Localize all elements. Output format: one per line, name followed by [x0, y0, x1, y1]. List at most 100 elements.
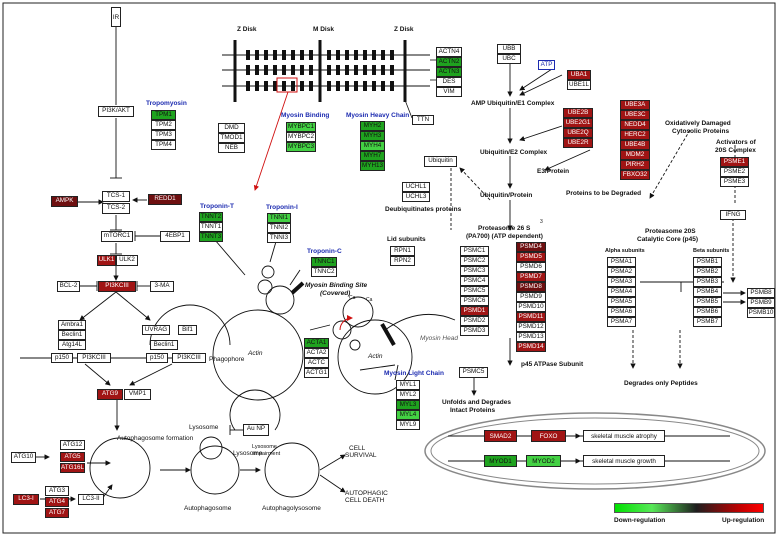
- gene-psmb5: PSMB5: [693, 297, 722, 307]
- label-myosin-head: Myosin Head: [420, 335, 458, 342]
- gene-psmc3: PSMC3: [460, 266, 489, 276]
- gene-psmc4: PSMC4: [460, 276, 489, 286]
- gene-tnni3: TNNI3: [267, 233, 291, 243]
- gene-psmc1: PSMC1: [460, 246, 489, 256]
- gene-psmc2: PSMC2: [460, 256, 489, 266]
- gene-tnnt1: TNNT1: [199, 222, 223, 232]
- gene-psma6: PSMA6: [607, 307, 636, 317]
- gene-ubb: UBB: [497, 44, 521, 54]
- gene-des: DES: [436, 77, 462, 87]
- gene-smad2: SMAD2: [484, 430, 517, 442]
- gene-atg4: ATG4: [45, 497, 69, 507]
- gene-ubc: UBC: [497, 54, 521, 64]
- gene-psma5: PSMA5: [607, 297, 636, 307]
- label-proteasome20s-2: Catalytic Core (p45): [637, 236, 699, 243]
- label-actin-1: Actin: [248, 350, 263, 357]
- gene-vim: VIM: [436, 87, 462, 97]
- gene-tpm1: TPM1: [151, 110, 176, 120]
- label-troponin-c: Troponin-C: [307, 248, 342, 255]
- label-phagophore: Phagophore: [209, 356, 245, 363]
- outcome-atrophy: skeletal muscle atrophy: [583, 430, 665, 442]
- label-covered: (Covered): [320, 290, 351, 297]
- gene-myl9: MYL9: [396, 420, 420, 430]
- gene-mybpc3: MYBPC3: [286, 142, 316, 152]
- gene-redd1: REDD1: [148, 194, 182, 205]
- gene-psmb1: PSMB1: [693, 257, 722, 267]
- gene-psmd9: PSMD9: [516, 292, 546, 302]
- gene-nedd4: NEDD4: [620, 120, 650, 130]
- gene-myl4: MYL4: [396, 410, 420, 420]
- autophagy-connectors: [20, 26, 346, 502]
- gene-beclin1-a: Beclin1: [58, 330, 86, 340]
- gene-fbxo32: FBXO32: [620, 170, 650, 180]
- regulation-color-scale: [614, 503, 764, 513]
- label-lysosome-impairment-1: Lysosome: [252, 444, 277, 450]
- gene-myh13: MYH13: [360, 161, 385, 171]
- gene-lc3i: LC3-I: [13, 494, 39, 505]
- gene-myl3: MYL3: [396, 400, 420, 410]
- gene-atg14l: Atg14L: [58, 340, 86, 350]
- gene-psmd7: PSMD7: [516, 272, 546, 282]
- gene-atp: ATP: [538, 60, 555, 70]
- label-proteasome26s-1: Proteasome 26 S: [478, 225, 531, 232]
- gene-psme2: PSME2: [720, 167, 749, 177]
- gene-tnnc2: TNNC2: [311, 267, 337, 277]
- gene-ube1l: UBE1L: [567, 80, 591, 90]
- gene-psmb9: PSMB9: [747, 298, 775, 308]
- gene-ambra1: Ambra1: [58, 320, 86, 330]
- gene-actn3: ACTN3: [436, 67, 462, 77]
- gene-psmd4: PSMD4: [516, 242, 546, 252]
- gene-ubiquitin: Ubiquitin: [424, 156, 457, 167]
- gene-acta1: ACTA1: [304, 338, 329, 348]
- gene-myh3: MYH3: [360, 131, 385, 141]
- label-e3-protein: E3/Protein: [537, 168, 570, 175]
- label-lysosome-1: Lysosome: [189, 424, 219, 431]
- label-oxidatively-1: Oxidatively Damaged: [665, 120, 731, 127]
- gene-pi3kciii-b: PI3KCIII: [77, 353, 111, 363]
- gene-psmb4: PSMB4: [693, 287, 722, 297]
- label-lysosome-2: Lysosome: [233, 450, 263, 457]
- label-autophagosome: Autophagosome: [184, 505, 232, 512]
- gene-actc: ACTC: [304, 358, 329, 368]
- gene-psma7: PSMA7: [607, 317, 636, 327]
- label-troponin-i: Troponin-I: [266, 204, 298, 211]
- label-cell-survival-2: SURVIVAL: [345, 452, 377, 459]
- gene-psmd3: PSMD3: [460, 326, 489, 336]
- gene-rpn1: RPN1: [390, 246, 415, 256]
- label-autophagolysosome: Autophagolysosome: [262, 505, 321, 512]
- label-troponin-t: Troponin-T: [200, 203, 234, 210]
- gene-bif1: Bif1: [178, 325, 197, 335]
- gene-psme1: PSME1: [720, 157, 749, 167]
- gene-ube2r: UBE2R: [563, 138, 593, 148]
- gene-tnnt3: TNNT3: [199, 232, 223, 242]
- label-proteasome20s-1: Proteasome 20S: [645, 228, 696, 235]
- gene-psma4: PSMA4: [607, 287, 636, 297]
- label-deubiquitinates: Deubiquitinates proteins: [385, 206, 462, 213]
- gene-psmb7: PSMB7: [693, 317, 722, 327]
- legend-up-regulation: Up-regulation: [722, 517, 765, 524]
- gene-foxo: FOXO: [531, 430, 566, 442]
- sarcomere: [222, 40, 430, 102]
- gene-psma2: PSMA2: [607, 267, 636, 277]
- gene-psmb2: PSMB2: [693, 267, 722, 277]
- label-ca-1: Ca: [349, 295, 356, 301]
- gene-mybpc2: MYBPC2: [286, 132, 316, 142]
- gene-atg10: ATG10: [11, 452, 36, 463]
- gene-ir: IR: [111, 7, 121, 27]
- gene-myod2: MYOD2: [526, 455, 561, 467]
- gene-rpn2: RPN2: [390, 256, 415, 266]
- label-activators-2: 20S Complex: [715, 147, 756, 154]
- gene-ube4b: UBE4B: [620, 140, 650, 150]
- label-cell-survival-1: CELL: [349, 445, 366, 452]
- sarcomere-connectors: [404, 59, 436, 119]
- label-proteins-degraded: Proteins to be Degraded: [566, 190, 642, 197]
- gene-tnni1: TNNI1: [267, 213, 291, 223]
- gene-psmb8: PSMB8: [747, 288, 775, 298]
- gene-p150-b: p150: [146, 353, 168, 363]
- label-z-disk-right: Z Disk: [394, 26, 414, 33]
- label-actin-2: Actin: [368, 353, 383, 360]
- gene-psmb6: PSMB6: [693, 307, 722, 317]
- label-oxidatively-2: Cytosolic Proteins: [672, 128, 730, 135]
